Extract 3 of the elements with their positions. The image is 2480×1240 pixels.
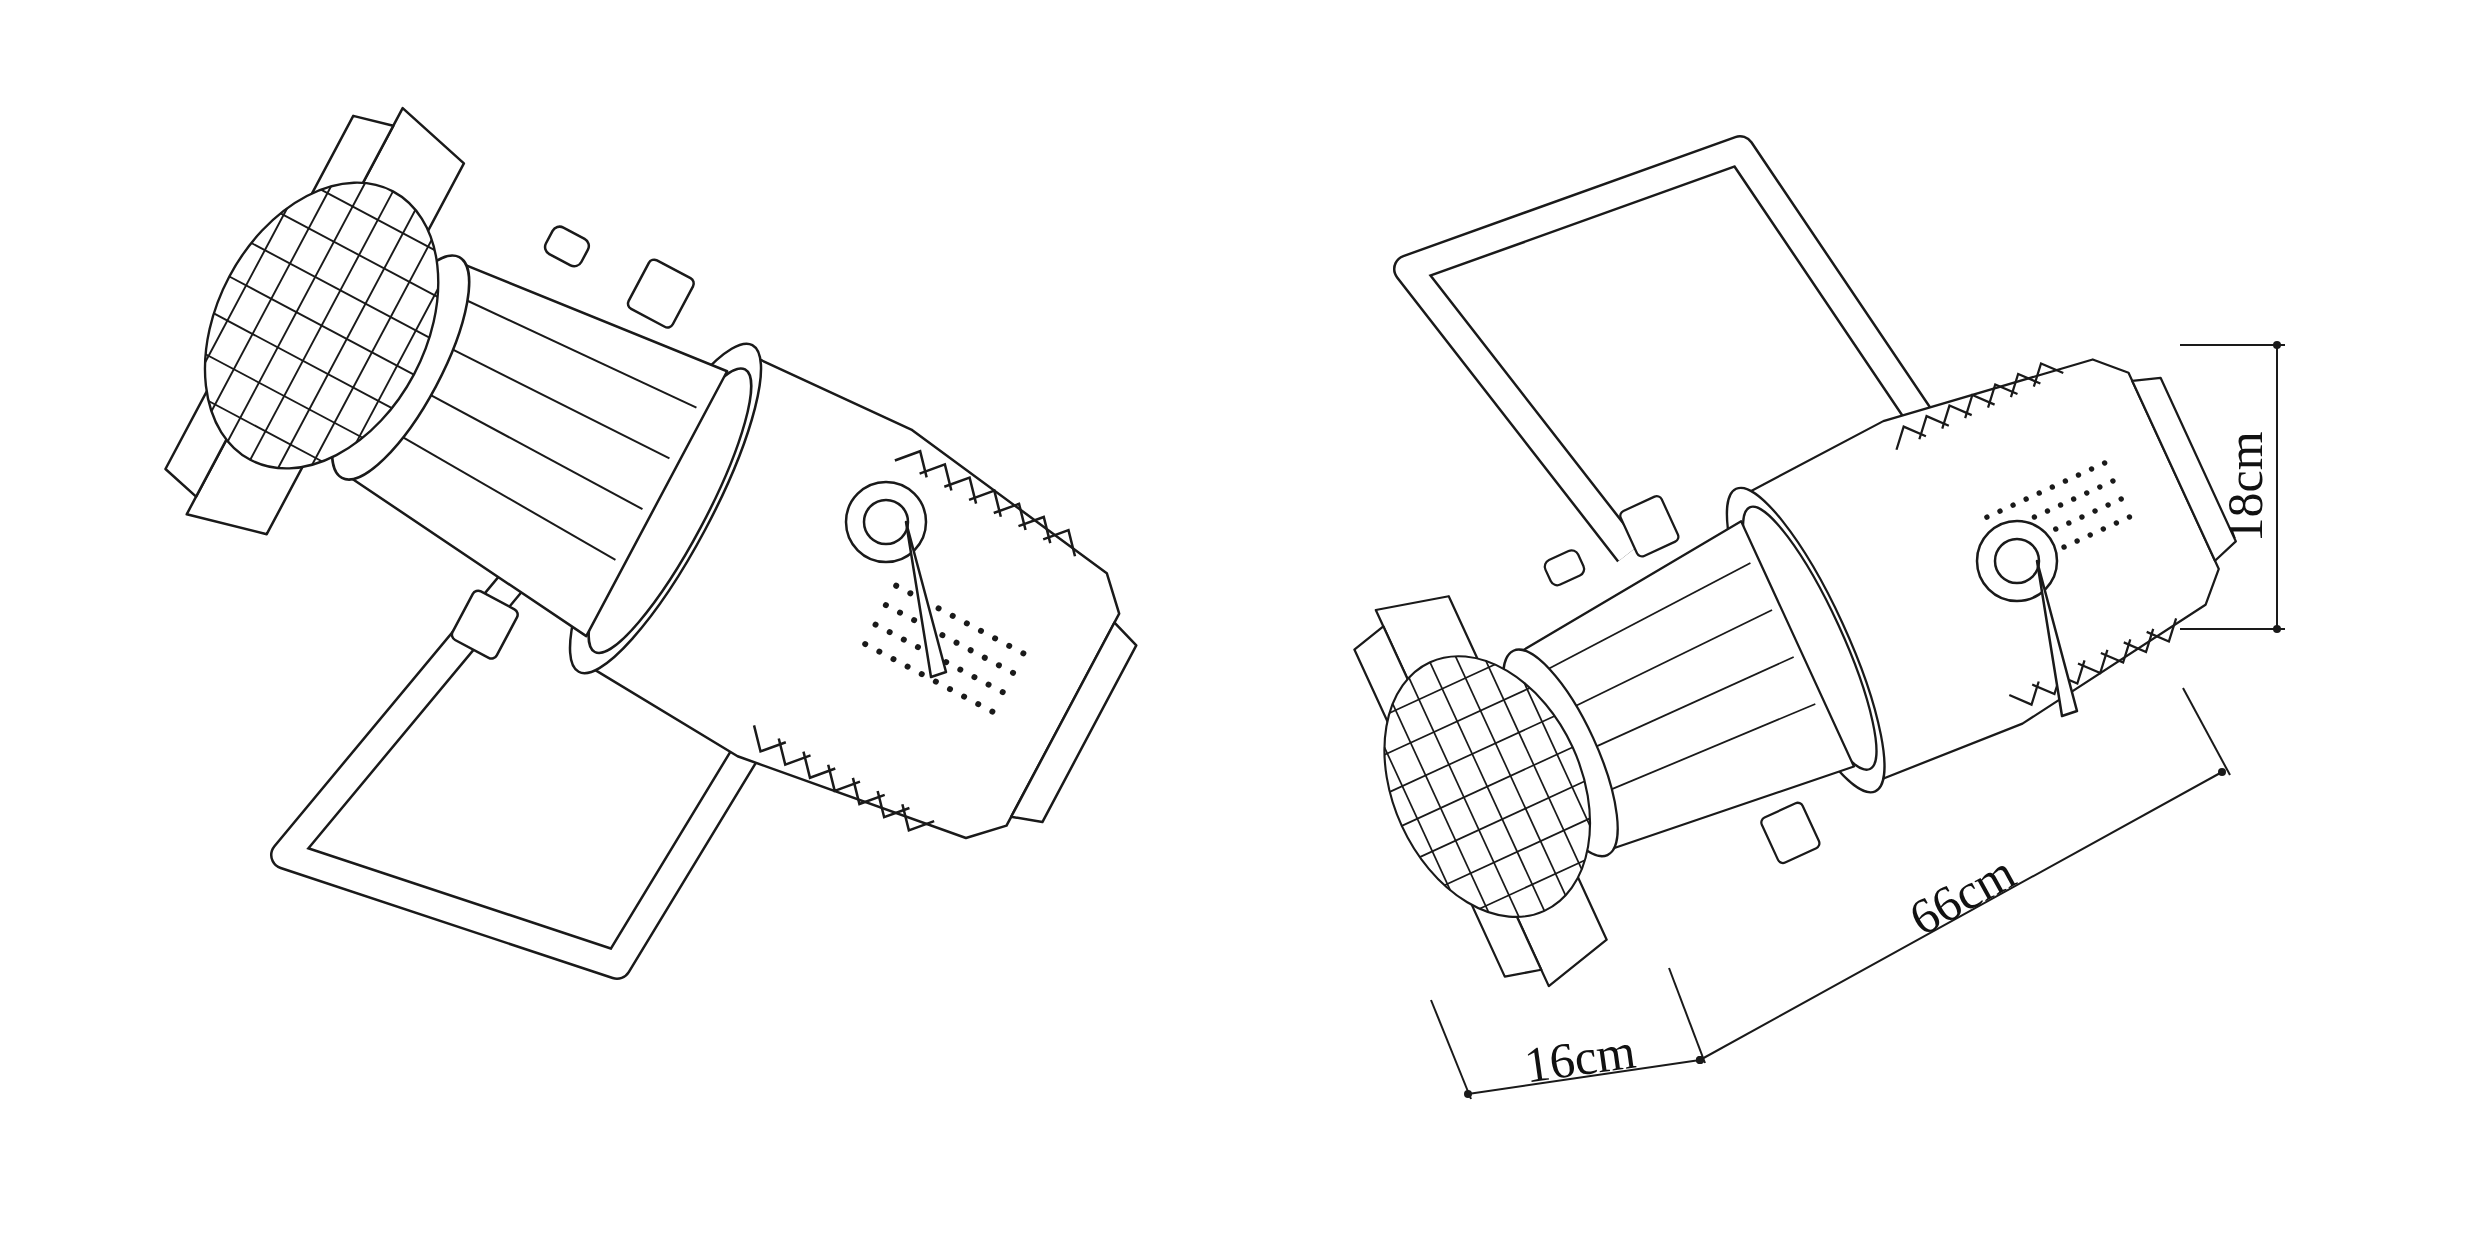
dimension-label: 18cm bbox=[2220, 431, 2270, 543]
dimension-label: 66cm bbox=[1901, 846, 2023, 944]
dimension-label: 16cm bbox=[1521, 1025, 1639, 1091]
